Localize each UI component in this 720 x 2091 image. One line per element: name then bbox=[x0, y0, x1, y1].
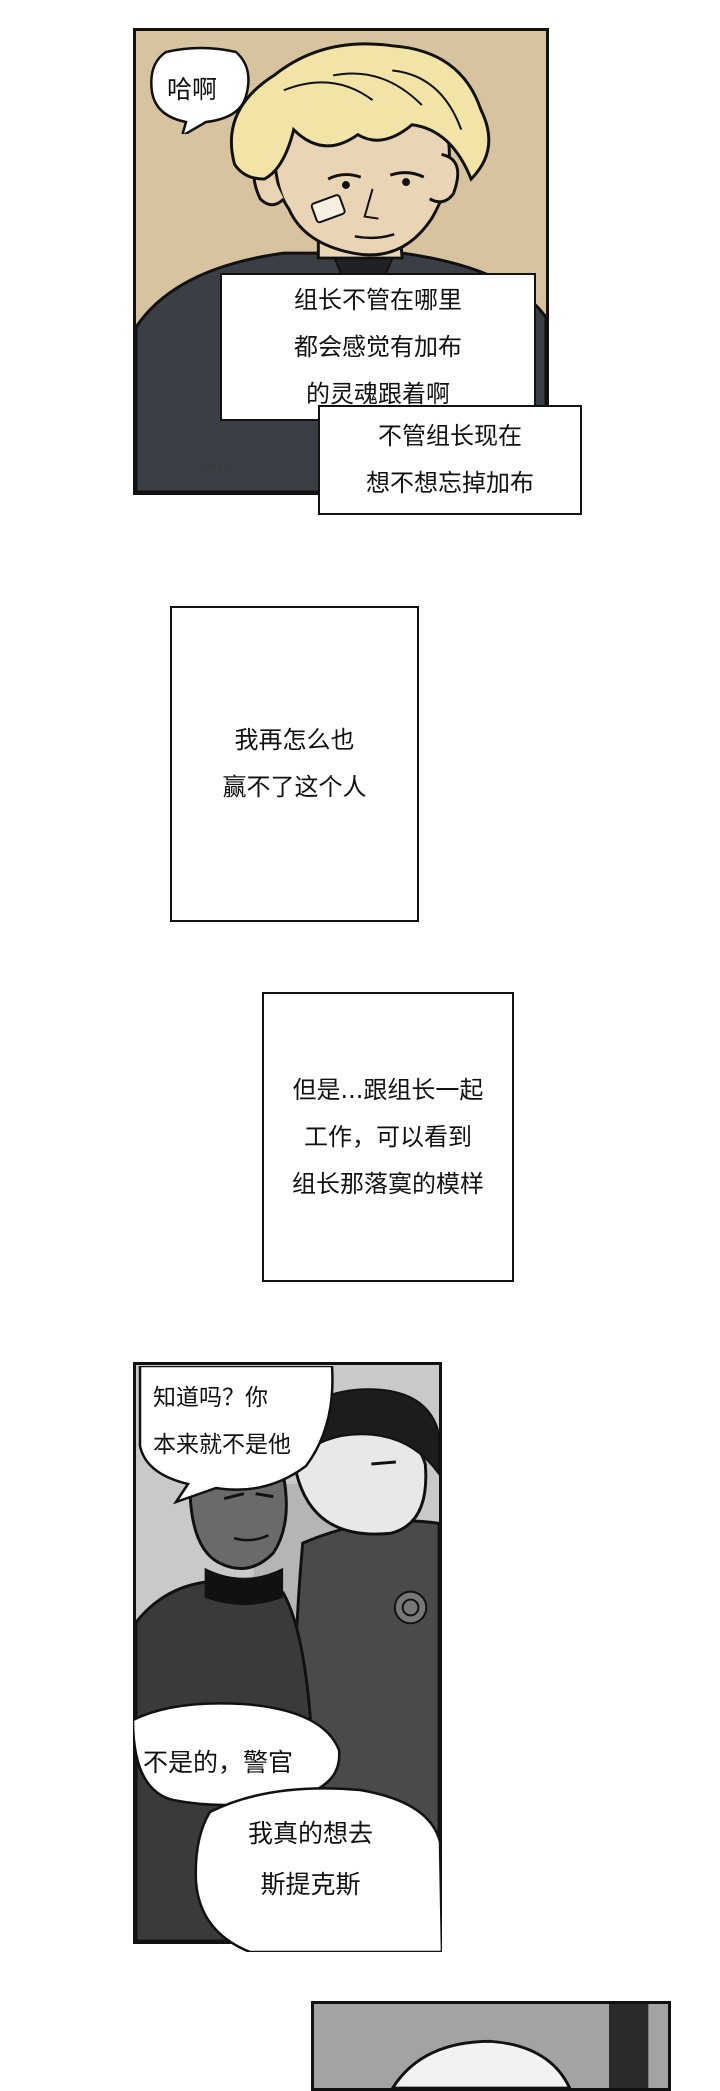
speech-line: 我真的想去 bbox=[248, 1819, 374, 1848]
caption-line: 想不想忘掉加布 bbox=[366, 469, 534, 497]
narration-line: 工作，可以看到 bbox=[304, 1122, 472, 1151]
speech-line: 本来就不是他 bbox=[153, 1432, 291, 1458]
panel-next-partial bbox=[311, 2001, 671, 2091]
narration-box-cannot-win: 我再怎么也 赢不了这个人 bbox=[170, 606, 419, 922]
speech-bubble-haa bbox=[150, 46, 250, 134]
speech-bubble-haa-text: 哈啊 bbox=[167, 75, 218, 104]
partial-illustration bbox=[314, 2004, 668, 2088]
speech-bubble-you-know-text: 知道吗？你 本来就不是他 bbox=[153, 1375, 291, 1469]
narration-line: 组长那落寞的模样 bbox=[292, 1169, 484, 1198]
speech-bubble-you-know bbox=[138, 1366, 334, 1505]
narration-line: 我再怎么也 bbox=[234, 726, 355, 754]
speech-bubble-styx bbox=[194, 1787, 442, 1952]
speech-bubble-no-officer-text: 不是的，警官 bbox=[143, 1748, 294, 1777]
caption-line: 都会感觉有加布 bbox=[294, 332, 462, 361]
narration-line: 赢不了这个人 bbox=[222, 773, 367, 801]
caption-box-forget: 不管组长现在 想不想忘掉加布 bbox=[318, 405, 582, 515]
caption-line: 的灵魂跟着啊 bbox=[306, 379, 450, 408]
speech-bubble-styx-text: 我真的想去 斯提克斯 bbox=[248, 1808, 373, 1910]
narration-box-work-together: 但是...跟组长一起 工作，可以看到 组长那落寞的模样 bbox=[262, 992, 514, 1282]
speech-line: 斯提克斯 bbox=[260, 1870, 361, 1899]
caption-box-soul: 组长不管在哪里 都会感觉有加布 的灵魂跟着啊 bbox=[220, 273, 536, 421]
speech-line: 知道吗？你 bbox=[153, 1385, 268, 1411]
caption-line: 组长不管在哪里 bbox=[294, 285, 462, 314]
narration-line: 但是...跟组长一起 bbox=[292, 1075, 484, 1104]
caption-line: 不管组长现在 bbox=[378, 422, 522, 450]
speech-bubble-no-officer bbox=[133, 1702, 341, 1807]
jacket-name-tag: DALEY bbox=[198, 458, 246, 473]
